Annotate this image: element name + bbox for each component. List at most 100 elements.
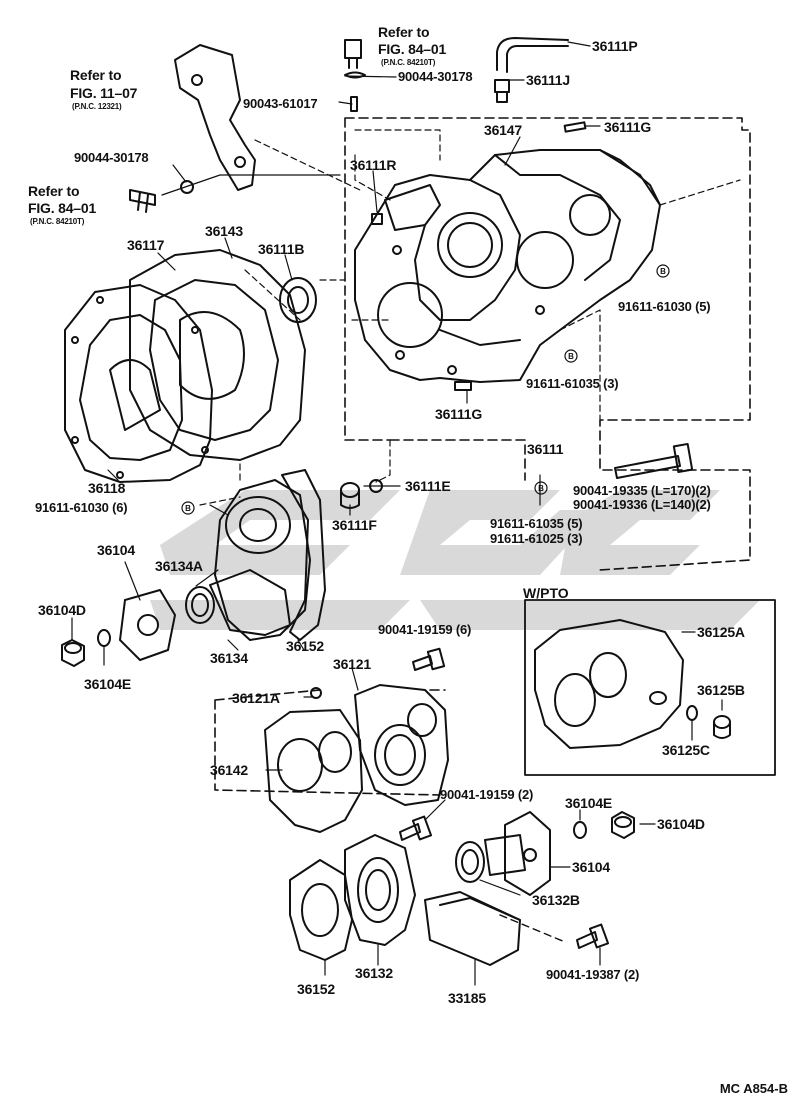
ref-left-pnc: (P.N.C. 84210T) xyxy=(30,217,85,226)
cover-36121 xyxy=(354,684,449,806)
bolt-mark-4: B xyxy=(538,484,544,493)
label-33185: 33185 xyxy=(448,990,486,1006)
label-91611-61030-5: 91611-61030 (5) xyxy=(618,299,711,314)
rear-cover-36143 xyxy=(129,249,306,461)
washer-36104E-right xyxy=(573,821,587,839)
nut-36104D-left xyxy=(61,639,85,667)
gasket-36152-top xyxy=(281,469,326,641)
label-36111P: 36111P xyxy=(592,38,638,54)
label-36111F: 36111F xyxy=(332,517,377,533)
switch-top xyxy=(344,39,366,79)
label-36132: 36132 xyxy=(355,965,393,981)
pto-box-title: W/PTO xyxy=(523,585,569,601)
ref-top-refer: Refer to xyxy=(378,24,430,40)
flange-36104-left xyxy=(119,589,176,661)
label-90041-19159-2: 90041-19159 (2) xyxy=(440,787,534,802)
label-36134: 36134 xyxy=(210,650,248,666)
label-36143: 36143 xyxy=(205,223,243,239)
label-36132B: 36132B xyxy=(532,892,580,908)
label-36104D-right: 36104D xyxy=(657,816,705,832)
label-36111R: 36111R xyxy=(350,157,397,173)
long-bolt xyxy=(614,442,694,479)
bolt-mark-1: B xyxy=(660,267,666,276)
label-90044-30178-left: 90044-30178 xyxy=(74,150,149,165)
label-36121: 36121 xyxy=(333,656,371,672)
label-91611-61035-5: 91611-61035 (5) xyxy=(490,516,583,531)
pto-cover-36125A xyxy=(534,619,684,749)
protector-33185 xyxy=(424,891,521,966)
label-90041-19335: 90041-19335 (L=170)(2) xyxy=(573,483,711,498)
label-36104E-left: 36104E xyxy=(84,676,132,692)
transfer-case-body xyxy=(354,149,661,383)
label-36142: 36142 xyxy=(210,762,248,778)
label-36125A: 36125A xyxy=(697,624,745,640)
breather-hose xyxy=(496,37,569,73)
ref-top-fig: FIG. 84–01 xyxy=(378,41,447,57)
label-90043-61017: 90043-61017 xyxy=(243,96,318,111)
label-36147: 36147 xyxy=(484,122,522,138)
label-90041-19159-6: 90041-19159 (6) xyxy=(378,622,472,637)
label-91611-61025-3: 91611-61025 (3) xyxy=(490,531,583,546)
bolt-marks xyxy=(181,264,670,515)
bracket-part xyxy=(174,44,256,191)
ref-bracket-refer: Refer to xyxy=(70,67,122,83)
oil-seal-36111B xyxy=(279,277,317,323)
label-91611-61030-6: 91611-61030 (6) xyxy=(35,500,128,515)
oil-seal-36132B xyxy=(455,841,485,883)
flange-36104-right xyxy=(484,811,551,896)
gasket-36118 xyxy=(64,284,213,483)
hose-union xyxy=(494,79,510,103)
label-36134A: 36134A xyxy=(155,558,203,574)
label-90044-30178-top: 90044-30178 xyxy=(398,69,473,84)
label-36111B: 36111B xyxy=(258,241,305,257)
ref-bracket-fig: FIG. 11–07 xyxy=(70,85,138,101)
washer-36104E-left xyxy=(97,629,111,647)
bolt-19387 xyxy=(576,923,610,949)
ref-top-pnc: (P.N.C. 84210T) xyxy=(381,58,436,67)
label-36111G-top: 36111G xyxy=(604,119,652,135)
dowel-36111G-mid xyxy=(454,381,472,391)
label-36104-right: 36104 xyxy=(572,859,610,875)
label-90041-19336: 90041-19336 (L=140)(2) xyxy=(573,497,711,512)
gasket-36142 xyxy=(264,709,363,833)
plug-36111R xyxy=(371,213,383,225)
label-36125C: 36125C xyxy=(662,742,710,758)
label-36117: 36117 xyxy=(127,237,165,253)
watermark-logo xyxy=(150,490,760,630)
bolt-mark-2: B xyxy=(568,352,574,361)
bushing-36121A xyxy=(310,687,322,699)
label-36118: 36118 xyxy=(88,480,126,496)
bolt-19159-2 xyxy=(399,815,433,841)
switch-left xyxy=(129,189,156,213)
label-91611-61035-3: 91611-61035 (3) xyxy=(526,376,619,391)
label-90041-19387: 90041-19387 (2) xyxy=(546,967,640,982)
main-case-dash-outline xyxy=(344,117,751,571)
ref-bracket-pnc: (P.N.C. 12321) xyxy=(72,102,122,111)
label-36111G-mid: 36111G xyxy=(435,406,483,422)
bolt-19159-6 xyxy=(412,647,446,671)
plug-36125B xyxy=(713,715,731,739)
nut-36104D-right xyxy=(611,811,635,839)
label-36152-top: 36152 xyxy=(286,638,324,654)
label-36121A: 36121A xyxy=(232,690,280,706)
dash-33185 xyxy=(499,914,566,943)
pto-box xyxy=(524,599,776,776)
label-36111J: 36111J xyxy=(526,72,570,88)
label-36111: 36111 xyxy=(527,441,564,457)
dowel-36111G-top xyxy=(563,121,587,133)
label-36125B: 36125B xyxy=(697,682,745,698)
ref-left-refer: Refer to xyxy=(28,183,80,199)
label-36104-left: 36104 xyxy=(97,542,135,558)
label-36104D-left: 36104D xyxy=(38,602,86,618)
gasket-36125C xyxy=(686,705,698,721)
ref-left-fig: FIG. 84–01 xyxy=(28,200,97,216)
diagram-code: MC A854-B xyxy=(719,1081,788,1096)
label-36111E: 36111E xyxy=(405,478,451,494)
middle-group-dash xyxy=(214,689,446,796)
gasket-left-small xyxy=(180,180,194,194)
label-36152-bottom: 36152 xyxy=(297,981,335,997)
bolt-mark-3: B xyxy=(185,504,191,513)
label-36104E-right: 36104E xyxy=(565,795,613,811)
cover-36132 xyxy=(344,834,416,946)
